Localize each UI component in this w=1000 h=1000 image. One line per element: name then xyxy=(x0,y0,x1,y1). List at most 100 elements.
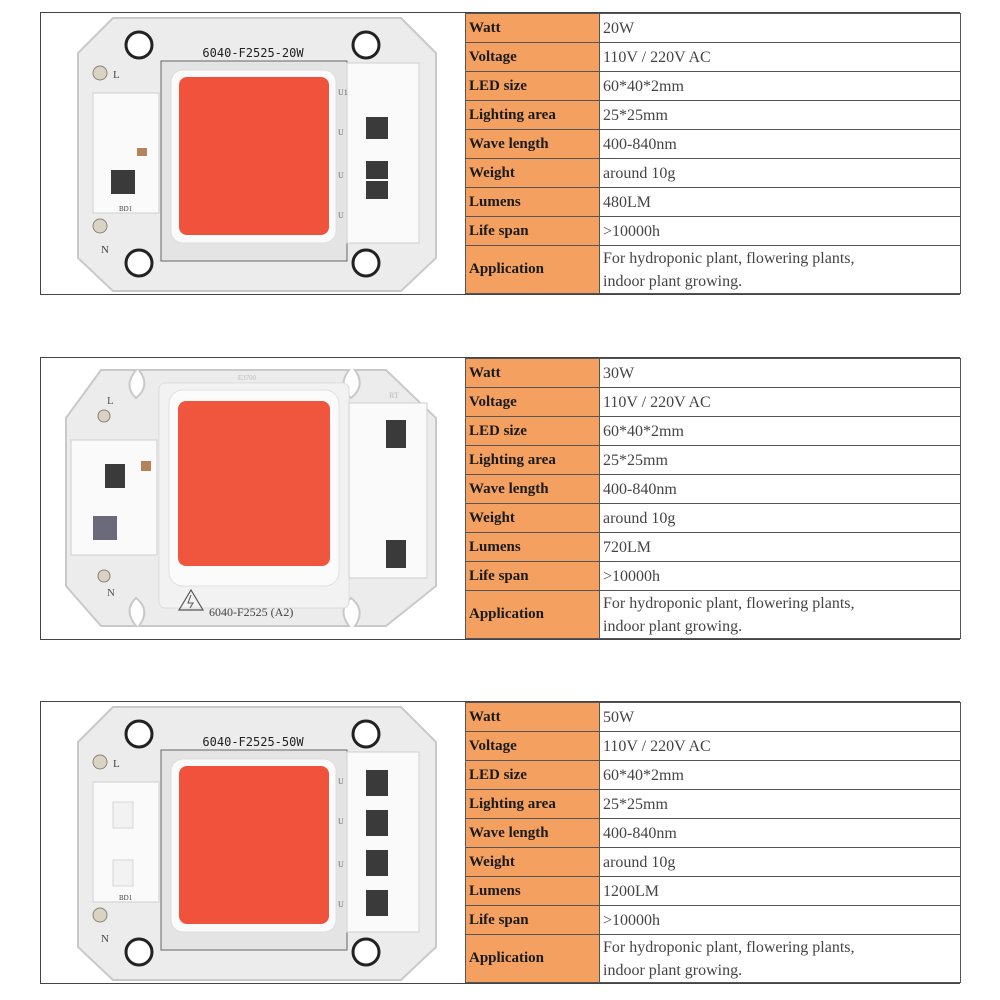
solder-pad-l xyxy=(97,409,111,423)
board-label: 6040-F2525-20W xyxy=(202,46,304,60)
spec-row: Life span>10000h xyxy=(465,561,961,591)
spec-key: Lumens xyxy=(465,876,600,906)
spec-key: Voltage xyxy=(465,387,600,417)
spec-key: Voltage xyxy=(465,42,600,72)
bridge-rectifier xyxy=(93,516,117,540)
spec-key: Lighting area xyxy=(465,789,600,819)
mount-hole xyxy=(351,719,381,749)
spec-key: Weight xyxy=(465,158,600,188)
mark-u: U xyxy=(338,128,344,137)
spec-value: >10000h xyxy=(599,561,961,591)
mark-top: E3700 xyxy=(238,374,257,382)
spec-value: 110V / 220V AC xyxy=(599,387,961,417)
spec-value: around 10g xyxy=(599,158,961,188)
spec-key: Lumens xyxy=(465,187,600,217)
spec-row: Life span>10000h xyxy=(465,905,961,935)
warning-bolt xyxy=(187,594,194,609)
mark-l: L xyxy=(113,758,120,770)
spec-value: 1200LM xyxy=(599,876,961,906)
ic-chip xyxy=(366,890,388,916)
mark-u: U xyxy=(338,777,344,786)
spec-key: Watt xyxy=(465,13,600,43)
mark-n: N xyxy=(101,933,109,945)
spec-key: Watt xyxy=(465,702,600,732)
cob-board-illustration: L N E3700 RT 6040-F2525 (A2) xyxy=(41,358,465,639)
mount-hole xyxy=(124,937,154,967)
application-line-1: For hydroponic plant, flowering plants, xyxy=(603,249,855,267)
mount-hole xyxy=(351,248,381,278)
spec-value: 60*40*2mm xyxy=(599,416,961,446)
solder-pad-n xyxy=(92,218,108,234)
spec-key: Lumens xyxy=(465,532,600,562)
mount-hole xyxy=(124,719,154,749)
spec-key: Life span xyxy=(465,905,600,935)
spec-value: 400-840nm xyxy=(599,474,961,504)
spec-key: LED size xyxy=(465,416,600,446)
application-line-1: For hydroponic plant, flowering plants, xyxy=(603,594,855,612)
spec-value: 25*25mm xyxy=(599,789,961,819)
driver-ic xyxy=(105,464,125,488)
cob-led-board-photo: 6040-F2525-50W L N BD1 U U U U xyxy=(41,702,465,983)
mount-hole xyxy=(351,937,381,967)
ic-chip xyxy=(366,850,388,876)
resistor xyxy=(141,461,151,471)
spec-key: Weight xyxy=(465,847,600,877)
application-line-2: indoor plant growing. xyxy=(603,272,743,290)
spec-key: Lighting area xyxy=(465,100,600,130)
application-line-1: For hydroponic plant, flowering plants, xyxy=(603,938,855,956)
mark-u: U xyxy=(338,817,344,826)
spec-value: 60*40*2mm xyxy=(599,71,961,101)
spec-key: Watt xyxy=(465,358,600,388)
spec-key: Application xyxy=(465,934,600,983)
ic-chip xyxy=(366,770,388,796)
solder-pad-n xyxy=(97,569,111,583)
mark-n: N xyxy=(101,244,109,256)
ic-block xyxy=(346,62,420,244)
spec-value: 30W xyxy=(599,358,961,388)
spec-key: Life span xyxy=(465,216,600,246)
mark-u: U xyxy=(338,900,344,909)
ic-chip xyxy=(386,540,406,568)
spec-key: Wave length xyxy=(465,818,600,848)
spec-value: around 10g xyxy=(599,503,961,533)
driver-ic xyxy=(112,859,134,887)
spec-value: 60*40*2mm xyxy=(599,760,961,790)
board-label: 6040-F2525 (A2) xyxy=(209,605,293,619)
spec-key: LED size xyxy=(465,760,600,790)
ic-chip xyxy=(366,117,388,139)
led-emitter xyxy=(179,77,329,235)
spec-value-application: For hydroponic plant, flowering plants, i… xyxy=(599,590,961,639)
spec-value: 110V / 220V AC xyxy=(599,731,961,761)
mount-hole xyxy=(351,30,381,60)
spec-value-application: For hydroponic plant, flowering plants,i… xyxy=(599,934,961,983)
driver-ic xyxy=(112,801,134,829)
application-line-2: indoor plant growing. xyxy=(603,617,743,635)
led-emitter xyxy=(179,766,329,924)
spec-key: Life span xyxy=(465,561,600,591)
spec-value: 20W xyxy=(599,13,961,43)
solder-pad-n xyxy=(92,907,108,923)
spec-key: LED size xyxy=(465,71,600,101)
